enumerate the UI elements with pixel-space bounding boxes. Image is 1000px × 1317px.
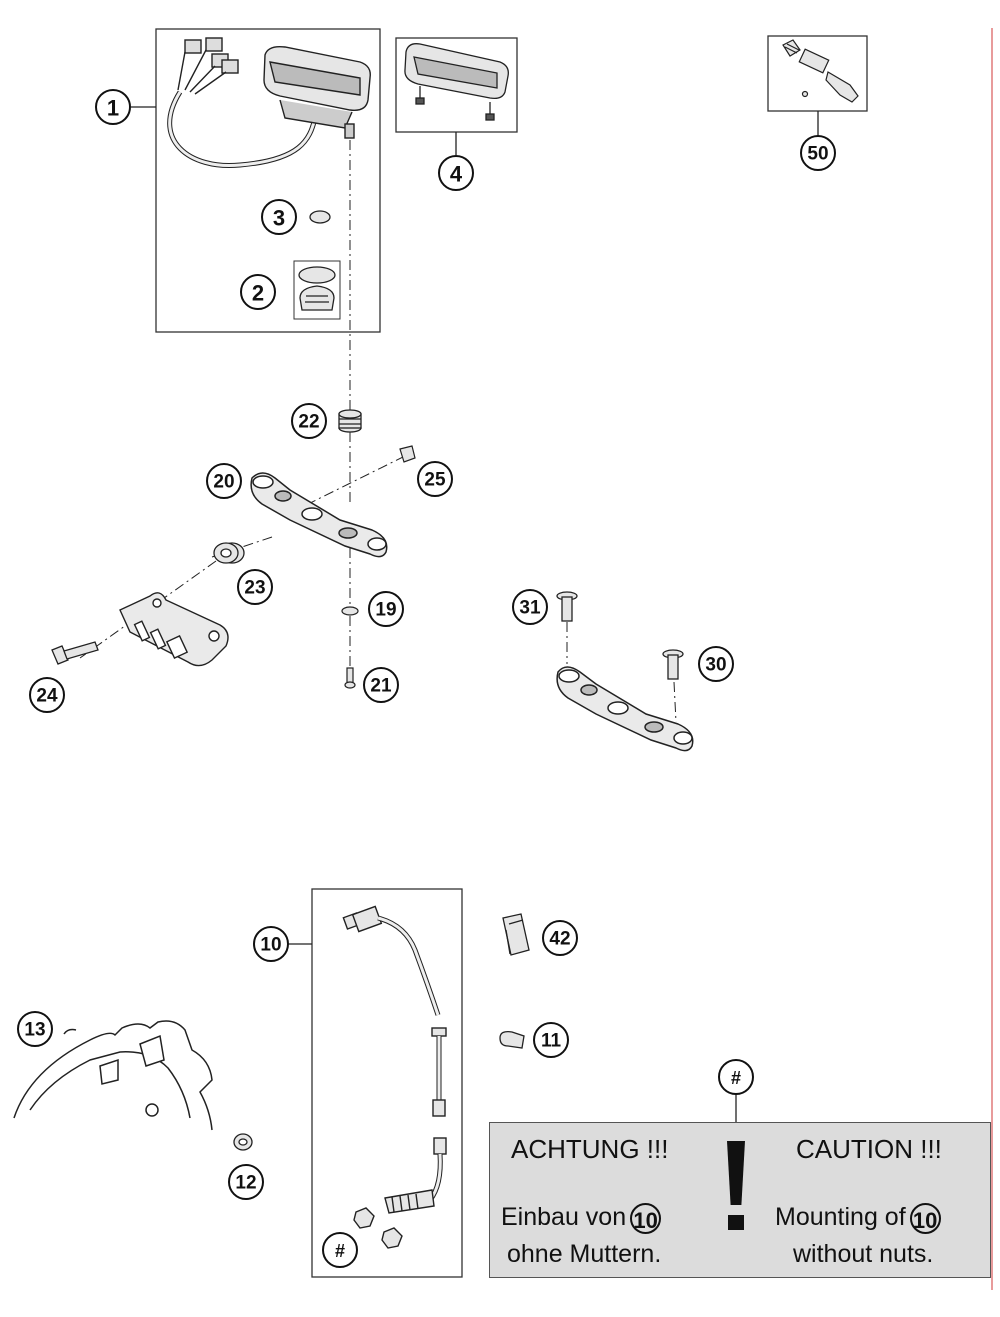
spacer-part-12: [233, 1133, 253, 1151]
group-box-speedometer: [155, 28, 381, 333]
callout-20-label: 20: [213, 472, 234, 493]
callout-22: [291, 403, 327, 439]
callout-13-label: 13: [24, 1020, 45, 1041]
holder-plate-part: [119, 592, 229, 667]
bolt-part-24: [51, 641, 99, 665]
callout-21: [363, 667, 399, 703]
callout-10-label: 10: [260, 935, 281, 956]
inner-box-part-2: [293, 260, 341, 320]
caution-line1-en-text: Mounting of: [775, 1203, 906, 1232]
caution-ref-en: 10: [909, 1203, 941, 1234]
callout-hash-top: [718, 1059, 754, 1095]
callout-50: [800, 135, 836, 171]
callout-11-label: 11: [541, 1031, 562, 1052]
callout-19: [368, 591, 404, 627]
callout-4: [438, 155, 474, 191]
callout-10: [253, 926, 289, 962]
callout-hash-bottom: [322, 1232, 358, 1268]
caution-ref-de: 10: [630, 1203, 662, 1234]
caution-line1-de-text: Einbau von: [501, 1203, 627, 1232]
callout-4-label: 4: [450, 162, 463, 187]
pin-part-25: [399, 445, 416, 463]
callout-22-label: 22: [298, 412, 319, 433]
callout-11: [533, 1022, 569, 1058]
bracket-part-alt: [556, 666, 694, 752]
caution-line2-en: without nuts.: [793, 1240, 934, 1268]
exclamation-mark-icon: [727, 1141, 745, 1231]
callout-12: [228, 1164, 264, 1200]
callout-hash-top-label: #: [731, 1068, 741, 1088]
callout-2: [240, 274, 276, 310]
callout-24-label: 24: [36, 686, 58, 707]
callout-3: [261, 199, 297, 235]
callout-19-label: 19: [375, 600, 396, 621]
callout-42-label: 42: [549, 929, 570, 950]
callout-31: [512, 589, 548, 625]
speed-sensor-part: [342, 905, 447, 1249]
brake-disc-part: [13, 1020, 213, 1131]
callout-50-label: 50: [807, 144, 828, 165]
caution-title-de: ACHTUNG !!!: [511, 1134, 669, 1164]
callout-42: [542, 920, 578, 956]
callout-12-label: 12: [235, 1173, 256, 1194]
callout-25-label: 25: [424, 470, 446, 491]
callout-2-label: 2: [252, 281, 264, 306]
screw-part-21: [344, 667, 356, 689]
callout-23: [237, 569, 273, 605]
bracket-part-20: [250, 472, 388, 558]
callout-30: [698, 646, 734, 682]
speedometer-part: [167, 37, 371, 169]
caution-title-en: CAUTION !!!: [796, 1134, 942, 1164]
callout-23-label: 23: [244, 578, 265, 599]
caution-line2-de: ohne Muttern.: [507, 1240, 662, 1268]
lock-set-part: [782, 39, 859, 103]
callout-13: [17, 1011, 53, 1047]
callout-3-label: 3: [273, 206, 285, 231]
callout-20: [206, 463, 242, 499]
callout-21-label: 21: [370, 676, 392, 697]
bolt-part-30: [662, 649, 684, 680]
group-box-sensor: [311, 888, 463, 1278]
callout-1-label: 1: [107, 96, 119, 121]
bolt-part-31: [556, 591, 578, 622]
socket-part: [298, 266, 336, 311]
callout-1: [95, 89, 131, 125]
callout-hash-bottom-label: #: [335, 1241, 345, 1261]
callout-25: [417, 461, 453, 497]
clip-part-42: [502, 913, 530, 956]
callout-24: [29, 677, 65, 713]
callout-30-label: 30: [705, 655, 726, 676]
cap-part: [309, 210, 331, 224]
display-cover-part: [404, 43, 509, 121]
grommet-part-23: [213, 542, 245, 564]
clip-part-11: [499, 1030, 525, 1049]
callout-31-label: 31: [519, 598, 541, 619]
rubber-damper-part: [338, 409, 362, 433]
washer-part: [341, 606, 359, 616]
